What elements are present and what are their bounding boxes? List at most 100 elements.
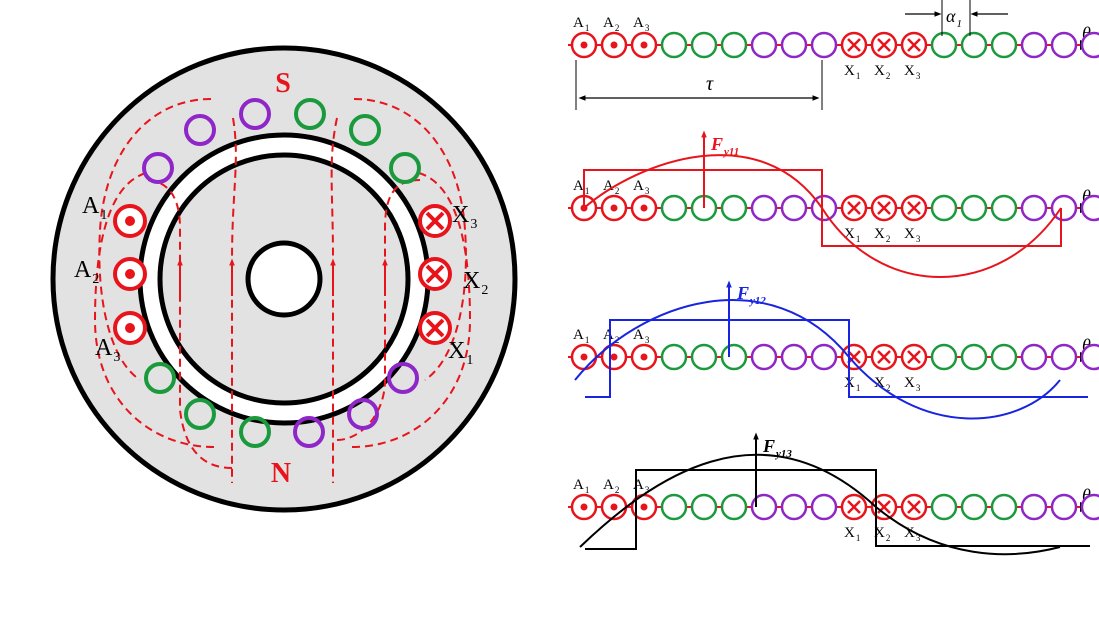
current-cross-icon (907, 350, 921, 364)
purple-slot-icon (1080, 343, 1099, 371)
fundamental-mmf-wave (583, 154, 1062, 278)
theta-label: θ (1082, 23, 1091, 43)
current-cross-icon (847, 201, 861, 215)
theta-label: θ (1082, 186, 1091, 206)
current-dot-icon (640, 353, 648, 361)
purple-slot-icon (1020, 31, 1048, 59)
slot-label-a1: A1 (573, 327, 589, 345)
current-cross-icon (907, 38, 921, 52)
shaft (245, 240, 323, 318)
green-slot-icon (930, 493, 958, 521)
green-slot-icon (960, 31, 988, 59)
green-slot-icon (990, 343, 1018, 371)
current-cross-icon (877, 350, 891, 364)
current-cross-icon (847, 38, 861, 52)
purple-slot-icon (810, 493, 838, 521)
current-cross-icon (425, 211, 445, 231)
current-dot-icon (125, 269, 135, 279)
purple-slot-icon (750, 343, 778, 371)
purple-coil-icon (142, 152, 174, 184)
green-slot-icon (960, 343, 988, 371)
purple-slot-icon (1080, 31, 1099, 59)
purple-slot-icon (1050, 31, 1078, 59)
purple-slot-icon (750, 493, 778, 521)
purple-slot-icon (1080, 493, 1099, 521)
green-slot-icon (720, 31, 748, 59)
purple-slot-icon (780, 343, 808, 371)
purple-coil-icon (293, 416, 325, 448)
green-slot-icon (660, 343, 688, 371)
flux-line (330, 117, 338, 483)
green-coil-icon (349, 114, 381, 146)
green-coil-icon (294, 98, 326, 130)
current-dot-icon (640, 204, 648, 212)
purple-slot-icon (780, 31, 808, 59)
purple-slot-icon (1020, 194, 1048, 222)
purple-coil-icon (347, 398, 379, 430)
mmf-strips: θA1A2A3X1X2X3A1τα1θA1A2A3X1X2X3A1Fy11θA1… (568, 0, 1099, 556)
current-dot-icon (580, 353, 588, 361)
flux-line (336, 179, 421, 441)
slot-label-a2: A2 (603, 327, 619, 345)
slot-label-x3: X3 (904, 226, 921, 244)
slot-label-a3: A3 (633, 327, 650, 345)
current-cross-icon (877, 38, 891, 52)
green-slot-icon (660, 493, 688, 521)
purple-slot-icon (750, 194, 778, 222)
purple-slot-icon (780, 493, 808, 521)
tau-label: τ (706, 73, 714, 95)
winding-strip-4: θA1A2A3X1X2X3A1Fy13 (568, 432, 1099, 556)
winding-strip-2: θA1A2A3X1X2X3A1Fy11 (568, 130, 1099, 278)
purple-slot-icon (750, 31, 778, 59)
slot-label-a2: A2 (603, 178, 619, 196)
current-dot-icon (125, 323, 135, 333)
current-dot-icon (580, 41, 588, 49)
current-cross-icon (425, 318, 445, 338)
flux-lines (93, 98, 472, 483)
alpha-label: α1 (946, 6, 962, 30)
fundamental-mmf-wave (579, 453, 1061, 556)
current-dot-icon (640, 503, 648, 511)
green-slot-icon (660, 31, 688, 59)
flux-line (231, 117, 237, 483)
pole-north-label: N (271, 458, 291, 489)
current-cross-icon (907, 500, 921, 514)
green-coil-icon (389, 152, 421, 184)
current-dot-icon (610, 204, 618, 212)
current-cross-icon (847, 500, 861, 514)
green-slot-icon (720, 493, 748, 521)
slot-label-a1: A1 (573, 178, 589, 196)
current-cross-icon (877, 201, 891, 215)
purple-coil-icon (387, 362, 419, 394)
flux-line (93, 171, 215, 448)
green-slot-icon (990, 194, 1018, 222)
slot-label-x2: X2 (874, 63, 890, 81)
current-dot-icon (610, 503, 618, 511)
current-dot-icon (580, 503, 588, 511)
green-slot-icon (990, 31, 1018, 59)
slot-label-x2: X2 (874, 226, 890, 244)
green-slot-icon (930, 194, 958, 222)
green-slot-icon (660, 194, 688, 222)
purple-slot-icon (1080, 194, 1099, 222)
green-slot-icon (720, 343, 748, 371)
green-slot-icon (690, 493, 718, 521)
current-dot-icon (640, 41, 648, 49)
slot-label-x1: X1 (844, 375, 860, 393)
purple-coil-icon (184, 114, 216, 146)
slot-label-a1: A1 (573, 477, 589, 495)
green-slot-icon (690, 31, 718, 59)
slot-label-x1: X1 (844, 226, 860, 244)
slot-label-a3: A3 (633, 15, 650, 33)
current-cross-icon (425, 264, 445, 284)
green-slot-icon (930, 31, 958, 59)
green-slot-icon (990, 493, 1018, 521)
current-dot-icon (610, 353, 618, 361)
green-slot-icon (960, 493, 988, 521)
purple-slot-icon (810, 343, 838, 371)
theta-label: θ (1082, 335, 1091, 355)
green-slot-icon (960, 194, 988, 222)
green-slot-icon (930, 343, 958, 371)
purple-slot-icon (1020, 343, 1048, 371)
